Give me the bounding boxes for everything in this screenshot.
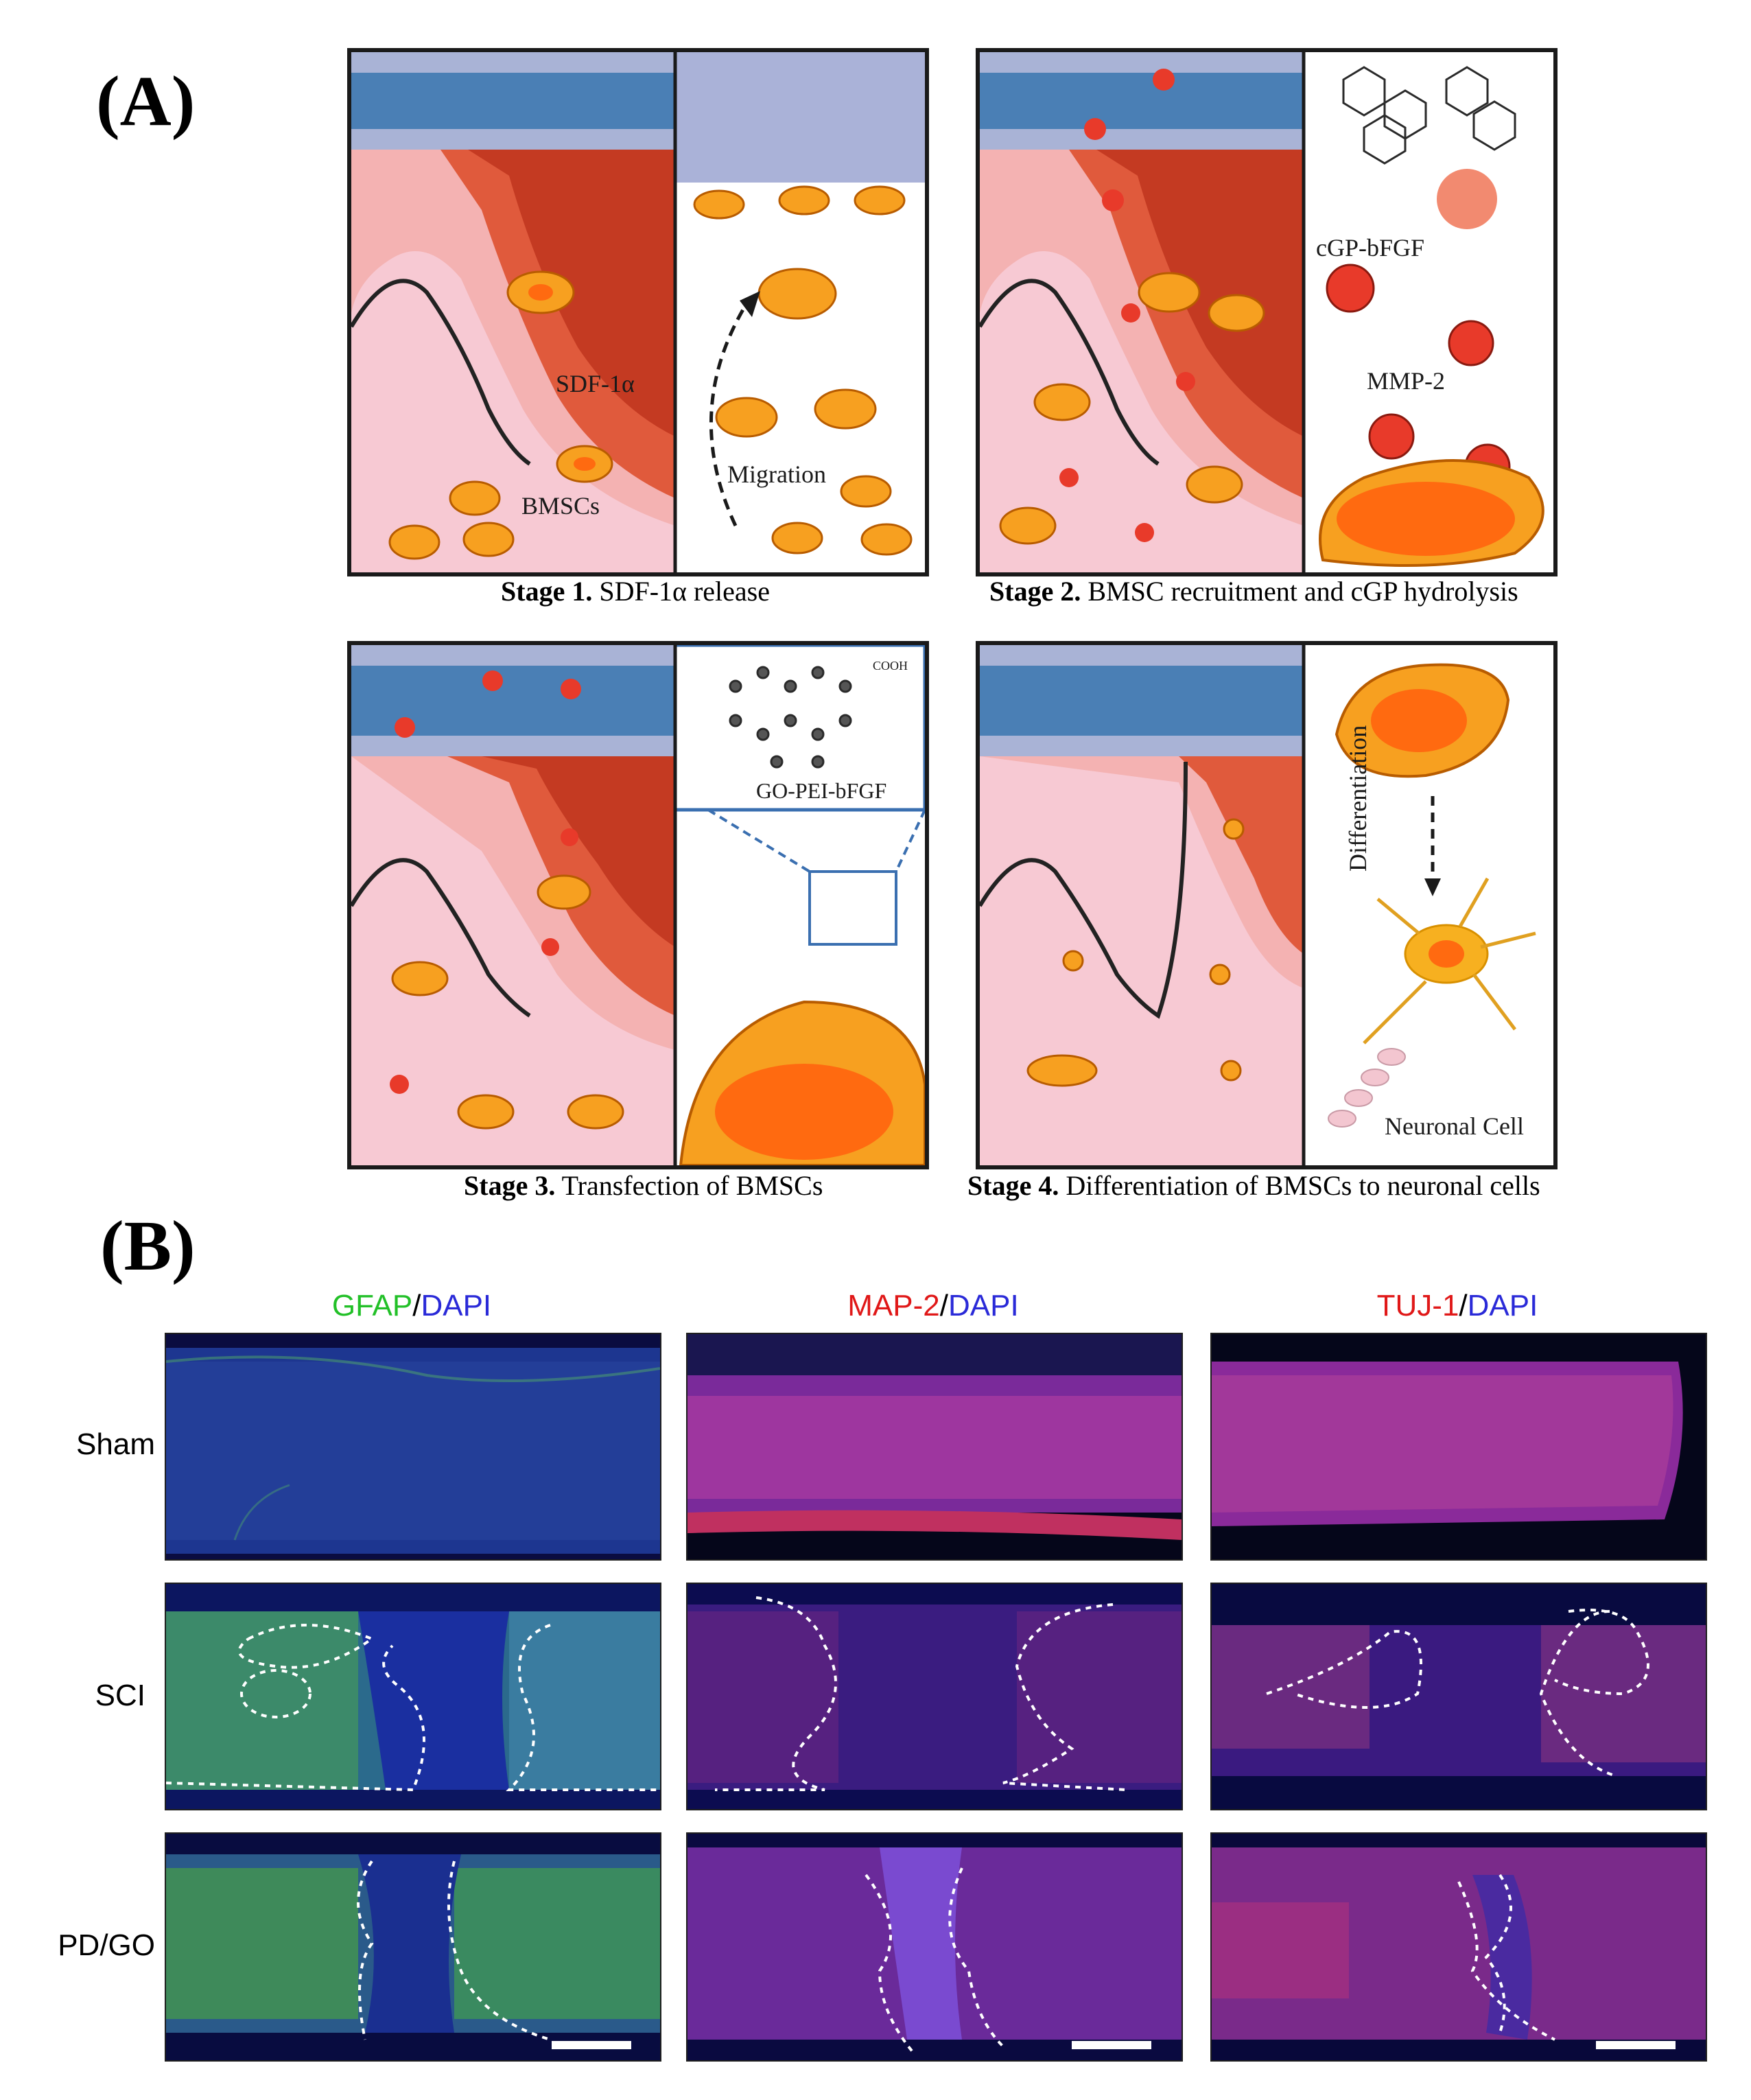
stage-2-drawing [980,52,1553,572]
micrograph-sci-gfap-image [166,1611,660,1792]
stage-1-caption: Stage 1. SDF-1α release [501,576,770,607]
micrograph-pdgo-map2-image [688,1847,1182,2055]
row-header-sci: SCI [95,1679,145,1712]
micrograph-sci-tuj1 [1210,1583,1707,1810]
label-cgp-bfgf: cGP-bFGF [1316,234,1425,261]
column-header-gfap-dapi: GFAP/DAPI [331,1289,492,1322]
row-header-pd-go: PD/GO [58,1928,155,1962]
micrograph-pdgo-gfap [165,1832,661,2062]
micrograph-pdgo-gfap-image [166,1854,660,2041]
micrograph-sci-tuj1-image [1212,1609,1706,1777]
micrograph-sham-gfap [165,1333,661,1561]
label-bmscs: BMSCs [521,492,600,520]
micrograph-pdgo-tuj1 [1210,1832,1707,2062]
micrograph-sci-map2 [686,1583,1183,1810]
micrograph-sham-gfap-image [166,1348,660,1554]
label-go-pei-bfgf: GO-PEI-bFGF [756,778,887,803]
stage-2-illustration: cGP-bFGF MMP-2 [976,48,1558,576]
micrograph-sham-tuj1-image [1212,1362,1683,1526]
panel-a-label: (A) [96,62,196,141]
stage-3-caption: Stage 3. Transfection of BMSCs [464,1170,823,1201]
label-sdf1a: SDF-1α [556,370,635,397]
scale-bar [1072,2041,1151,2049]
stage-1-drawing [351,52,925,572]
panel-b-label: (B) [100,1206,196,1285]
stage-4-illustration: Differentiation Neuronal Cell [976,641,1558,1169]
label-mmp-2: MMP-2 [1367,367,1446,395]
column-header-tuj1-dapi: TUJ-1/DAPI [1376,1289,1538,1322]
stage-4-drawing [980,645,1553,1165]
stage-1-illustration: SDF-1α BMSCs Migration [347,48,929,576]
micrograph-pdgo-map2 [686,1832,1183,2062]
micrograph-sham-map2-image [688,1334,1182,1540]
label-neuronal-cell: Neuronal Cell [1385,1112,1524,1140]
micrograph-sci-map2-image [688,1596,1182,1791]
row-header-sham: Sham [76,1427,155,1461]
label-differentiation: Differentiation [1344,725,1372,872]
label-cooh: COOH [873,659,908,673]
stage-4-caption: Stage 4. Differentiation of BMSCs to neu… [967,1170,1540,1201]
scale-bar [1596,2041,1676,2049]
micrograph-sci-gfap [165,1583,661,1810]
column-header-map2-dapi: MAP-2/DAPI [847,1289,1019,1322]
micrograph-sham-tuj1 [1210,1333,1707,1561]
label-migration: Migration [727,460,826,488]
micrograph-pdgo-tuj1-image [1212,1847,1706,2041]
stage-3-illustration: GO-PEI-bFGF COOH [347,641,929,1169]
micrograph-sham-map2 [686,1333,1183,1561]
stage-2-caption: Stage 2. BMSC recruitment and cGP hydrol… [989,576,1518,607]
scale-bar [552,2041,631,2049]
stage-3-drawing [351,645,925,1165]
